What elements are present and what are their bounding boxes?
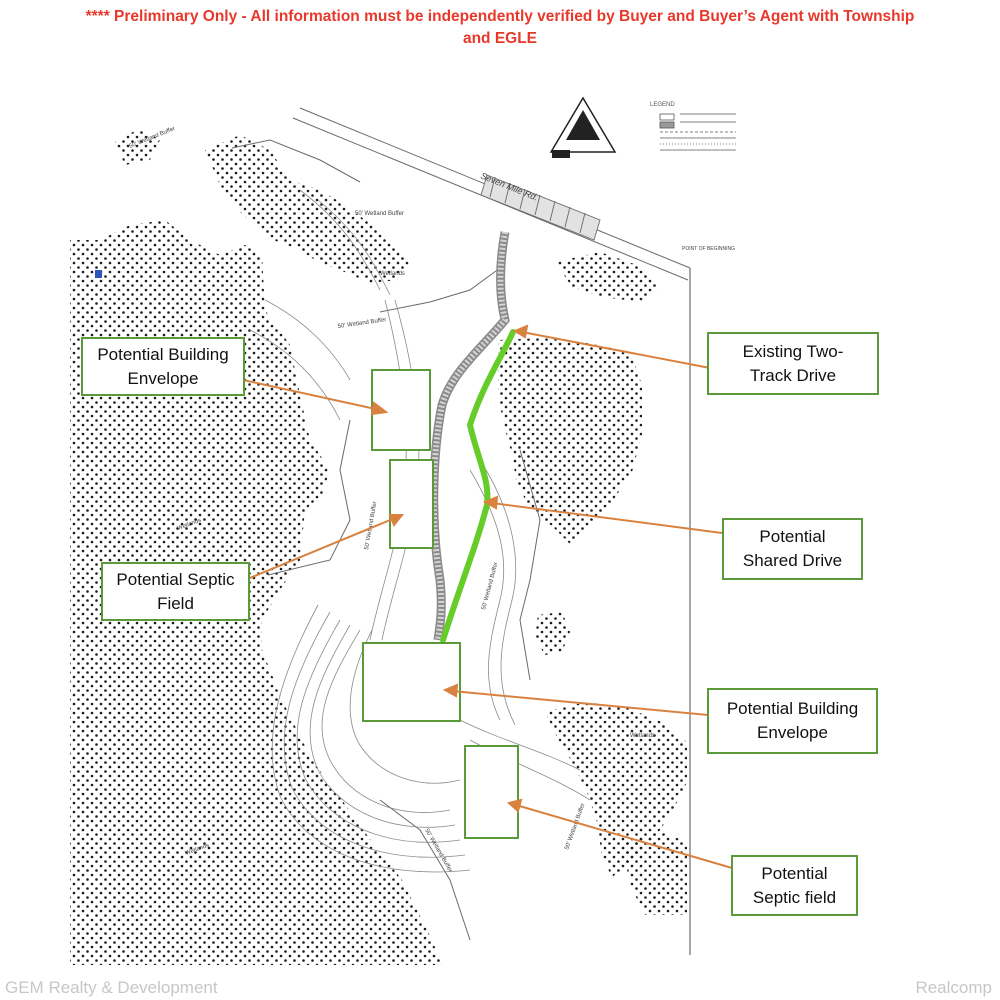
site-marker-icon (95, 270, 102, 278)
callout-potential-septic-field-1: Potential Septic Field (101, 562, 250, 621)
wetland-area-north (205, 135, 410, 283)
wetland-buffer-label-6: 50' Wetland Buffer (564, 803, 586, 851)
wetland-buffer-east-line (519, 449, 541, 681)
watermark-left: GEM Realty & Development (5, 978, 218, 997)
wetland-buffer-center-line (379, 267, 501, 313)
potential-shared-drive-line (440, 329, 516, 643)
wetlands-label-1: Wetlands (380, 271, 405, 277)
wetland-area-south-east (545, 702, 687, 877)
wetland-buffer-north-line (231, 139, 361, 183)
callout-arrows (242, 324, 733, 869)
north-arrow-icon (549, 96, 617, 158)
disclaimer-line-2: and EGLE (462, 30, 538, 47)
wetland-buffer-label-2: 50' Wetland Buffer (337, 317, 386, 330)
wetland-area-top (115, 128, 160, 165)
wetland-buffer-label-1: 50' Wetland Buffer (355, 211, 404, 217)
wetland-buffer-south-line (379, 799, 471, 941)
wetland-areas (70, 128, 687, 965)
wetland-area-northeast (555, 252, 662, 302)
wetland-buffer-west-line (267, 419, 351, 576)
wetland-area-southeast-corner (622, 832, 687, 915)
arrow-septic-field-1 (244, 517, 396, 581)
property-lines (231, 107, 691, 955)
point-of-beginning-label: POINT OF BEGINNING (682, 246, 735, 252)
arrow-building-envelope-1 (242, 379, 381, 411)
arrow-septic-field-2 (515, 804, 733, 869)
callout-existing-two-track-drive: Existing Two- Track Drive (707, 332, 879, 395)
arrow-building-envelope-2 (451, 690, 709, 716)
wetland-area-small-east (535, 612, 570, 655)
plan-legend: LEGEND (650, 102, 736, 151)
septic-field-1 (389, 459, 434, 549)
road-hatch (480, 174, 601, 241)
callout-potential-building-envelope-1: Potential Building Envelope (81, 337, 245, 396)
callout-potential-septic-field-2: Potential Septic field (731, 855, 858, 916)
wetland-buffer-label-5: 50' Wetland Buffer (423, 828, 453, 873)
wetland-area-east (498, 338, 642, 546)
wetland-buffer-label-4: 50' Wetland Buffer (481, 562, 499, 611)
septic-field-2 (464, 745, 519, 839)
callout-potential-shared-drive: Potential Shared Drive (722, 518, 863, 580)
wetland-area-west (70, 220, 442, 965)
arrow-existing-drive (521, 331, 711, 369)
building-envelope-2 (362, 642, 461, 722)
disclaimer-text: **** Preliminary Only - All information … (0, 6, 1000, 50)
legend-title: LEGEND (650, 102, 675, 108)
parcel-rectangles (362, 369, 519, 839)
watermark-right: Realcomp (915, 978, 992, 997)
existing-two-track-drive (429, 231, 510, 641)
callout-potential-building-envelope-2: Potential Building Envelope (707, 688, 878, 754)
disclaimer-line-1: **** Preliminary Only - All information … (85, 8, 915, 25)
wetlands-label-2: Wetlands (630, 733, 655, 739)
arrow-shared-drive (491, 502, 723, 534)
